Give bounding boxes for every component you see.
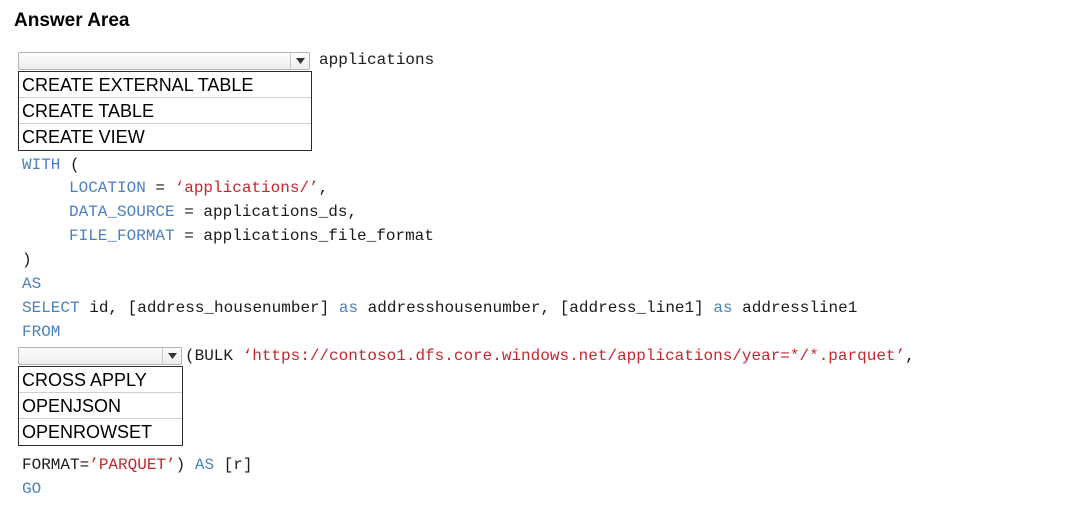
option-openjson[interactable]: OPENJSON (19, 393, 182, 419)
keyword-select: SELECT (22, 299, 80, 317)
code-line-file-format: FILE_FORMAT = applications_file_format (69, 226, 434, 246)
keyword-as-1: as (338, 299, 359, 317)
code-line-close-paren: ) (22, 251, 32, 269)
bulk-prefix: (BULK (185, 347, 243, 365)
code-line-data-source: DATA_SOURCE = applications_ds, (69, 202, 357, 222)
keyword-with: WITH (22, 156, 61, 174)
answer-area-title: Answer Area (14, 10, 130, 31)
code-line-go: GO (22, 480, 42, 498)
code-line-as: AS (22, 275, 42, 293)
file-format-value: = applications_file_format (174, 227, 434, 245)
format-close: ) (175, 456, 195, 474)
data-source-value: = applications_ds, (174, 203, 358, 221)
option-openrowset[interactable]: OPENROWSET (22, 422, 153, 442)
code-line-location: LOCATION = ‘applications/’, (69, 178, 328, 198)
keyword-data-source: DATA_SOURCE (69, 203, 175, 221)
option-create-view[interactable]: CREATE VIEW (22, 127, 145, 147)
code-line-select: SELECT id, [address_housenumber] as addr… (22, 298, 857, 318)
option-create-external-table[interactable]: CREATE EXTERNAL TABLE (19, 72, 311, 98)
line-1-text: applications (319, 51, 435, 69)
location-comma: , (318, 179, 329, 197)
bulk-url: ‘https://contoso1.dfs.core.windows.net/a… (242, 347, 906, 365)
rowset-function-options: CROSS APPLY OPENJSON OPENROWSET (18, 366, 183, 446)
statement-type-options: CREATE EXTERNAL TABLE CREATE TABLE CREAT… (18, 71, 312, 151)
bulk-comma: , (905, 347, 915, 365)
location-value: ‘applications/’ (174, 179, 319, 197)
code-line-from: FROM (22, 323, 61, 341)
rowset-function-dropdown[interactable] (18, 347, 182, 365)
option-create-table[interactable]: CREATE TABLE (19, 98, 311, 124)
code-line-format: FORMAT=’PARQUET’) AS [r] (22, 455, 252, 475)
location-eq: = (145, 179, 175, 197)
keyword-file-format: FILE_FORMAT (69, 227, 175, 245)
code-line-with: WITH ( (22, 155, 80, 175)
format-alias: [r] (214, 456, 253, 474)
keyword-as-r: AS (194, 456, 215, 474)
with-paren: ( (60, 156, 80, 174)
select-part-b: addresshousenumber, [address_line1] (358, 299, 714, 317)
format-prefix: FORMAT= (22, 456, 90, 474)
chevron-down-icon[interactable] (162, 348, 181, 364)
code-line-bulk: (BULK ‘https://contoso1.dfs.core.windows… (185, 346, 915, 366)
select-part-a: id, [address_housenumber] (79, 299, 339, 317)
option-cross-apply[interactable]: CROSS APPLY (19, 367, 182, 393)
keyword-as-2: as (713, 299, 733, 317)
keyword-location: LOCATION (69, 179, 146, 197)
select-part-c: addressline1 (732, 299, 858, 317)
format-value: ’PARQUET’ (89, 456, 176, 474)
chevron-down-icon[interactable] (290, 53, 309, 69)
statement-type-dropdown[interactable] (18, 52, 310, 70)
